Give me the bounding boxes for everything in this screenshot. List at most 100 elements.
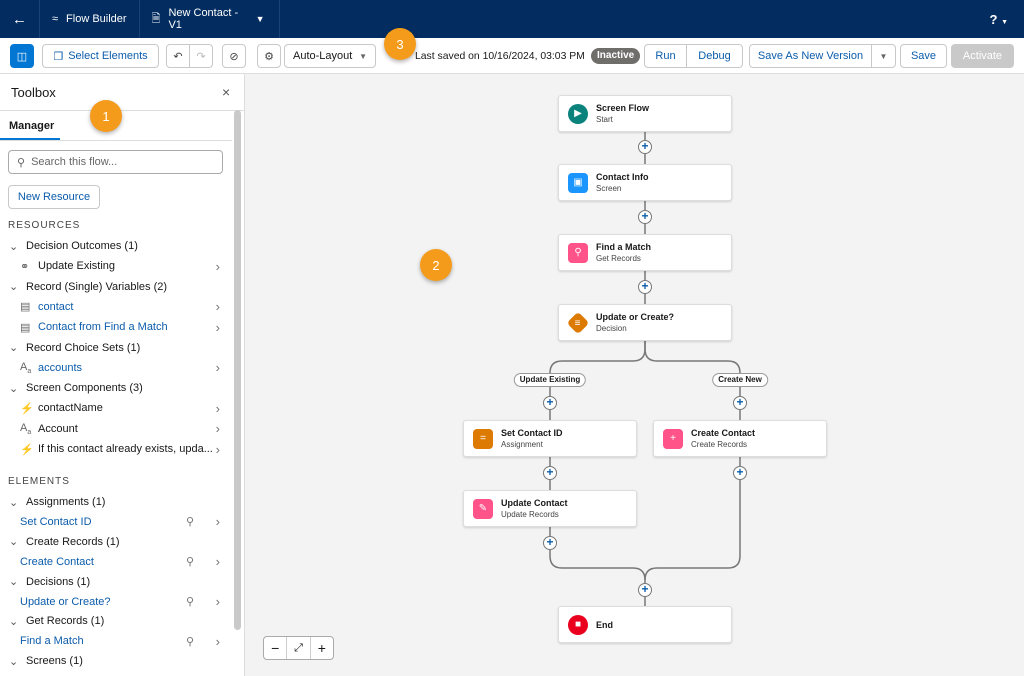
global-header: ← ≈Flow Builder 🗎New Contact - V1▼ ? ▼ xyxy=(0,0,1024,38)
resource-group[interactable]: ⌄Record (Single) Variables (2) xyxy=(0,277,232,297)
chevron-down-icon: ⌄ xyxy=(9,341,26,354)
add-element-button[interactable]: + xyxy=(543,396,557,410)
chevron-right-icon[interactable]: › xyxy=(216,634,220,649)
chevron-right-icon: › xyxy=(216,259,220,274)
add-element-button[interactable]: + xyxy=(733,466,747,480)
layout-select[interactable]: Auto-Layout▼ xyxy=(284,44,376,68)
resource-group-label: Record Choice Sets (1) xyxy=(26,342,140,354)
resource-group[interactable]: ⌄Decision Outcomes (1) xyxy=(0,236,232,256)
node-subtitle: Decision xyxy=(596,324,674,333)
run-button[interactable]: Run xyxy=(644,44,687,68)
flow-title-menu[interactable]: 🗎New Contact - V1▼ xyxy=(140,0,280,38)
element-group[interactable]: ⌄Screens (1) xyxy=(0,651,232,671)
chevron-right-icon[interactable]: › xyxy=(216,514,220,529)
chevron-right-icon[interactable]: › xyxy=(216,594,220,609)
cancel-icon-button[interactable]: ⊘ xyxy=(222,44,246,68)
back-button[interactable]: ← xyxy=(0,0,40,38)
resource-group[interactable]: ⌄Screen Components (3) xyxy=(0,378,232,398)
add-element-button[interactable]: + xyxy=(638,140,652,154)
callout-badge-2: 2 xyxy=(420,249,452,281)
element-group-label: Create Records (1) xyxy=(26,536,120,548)
select-elements-label: Select Elements xyxy=(68,50,147,62)
add-element-button[interactable]: + xyxy=(638,280,652,294)
help-menu[interactable]: ? ▼ xyxy=(989,12,1024,27)
resource-item[interactable]: AaAccount› xyxy=(0,419,232,439)
element-item[interactable]: Find a Match⚲› xyxy=(0,631,232,651)
add-element-button[interactable]: + xyxy=(733,396,747,410)
resource-item[interactable]: ▤Contact from Find a Match› xyxy=(0,317,232,337)
add-element-button[interactable]: + xyxy=(638,583,652,597)
flow-node-update[interactable]: ✎Update ContactUpdate Records xyxy=(463,490,637,527)
flow-node-get[interactable]: ⚲Find a MatchGet Records xyxy=(558,234,732,271)
save-button[interactable]: Save xyxy=(900,44,947,68)
chevron-down-icon: ⌄ xyxy=(9,240,26,253)
debug-button[interactable]: Debug xyxy=(686,44,743,68)
save-as-new-version-button[interactable]: Save As New Version xyxy=(749,44,872,68)
zoom-in-button[interactable]: + xyxy=(311,637,333,659)
element-group-label: Get Records (1) xyxy=(26,615,104,627)
search-icon[interactable]: ⚲ xyxy=(186,555,194,568)
resource-item-label: Update Existing xyxy=(38,260,115,272)
chevron-down-icon: ⌄ xyxy=(9,655,26,668)
chevron-down-icon: ⌄ xyxy=(9,535,26,548)
flow-node-create[interactable]: +Create ContactCreate Records xyxy=(653,420,827,457)
element-item[interactable]: Create Contact⚲› xyxy=(0,552,232,572)
node-subtitle: Create Records xyxy=(691,440,755,449)
create-records-icon: + xyxy=(663,429,683,449)
search-icon[interactable]: ⚲ xyxy=(186,515,194,528)
add-element-button[interactable]: + xyxy=(543,466,557,480)
resource-item[interactable]: Aaaccounts› xyxy=(0,358,232,378)
save-options-dropdown[interactable]: ▼ xyxy=(871,44,896,68)
node-subtitle: Get Records xyxy=(596,254,651,263)
flow-node-assign[interactable]: =Set Contact IDAssignment xyxy=(463,420,637,457)
node-title: Update Contact xyxy=(501,498,568,508)
add-element-button[interactable]: + xyxy=(638,210,652,224)
fit-view-button[interactable]: ⤢ xyxy=(287,637,310,659)
resource-group[interactable]: ⌄Record Choice Sets (1) xyxy=(0,338,232,358)
branch-label[interactable]: Create New xyxy=(712,373,768,387)
zoom-out-button[interactable]: − xyxy=(264,637,287,659)
element-item[interactable]: Update or Create?⚲› xyxy=(0,592,232,612)
divider xyxy=(0,140,232,141)
assignment-icon: = xyxy=(473,429,493,449)
element-group[interactable]: ⌄Create Records (1) xyxy=(0,532,232,552)
undo-button[interactable]: ↶ xyxy=(166,44,190,68)
flow-node-screen[interactable]: ▣Contact InfoScreen xyxy=(558,164,732,201)
callout-badge-3: 3 xyxy=(384,28,416,60)
zoom-controls: − ⤢ + xyxy=(263,636,334,660)
resource-item[interactable]: ⚡contactName› xyxy=(0,398,232,418)
new-resource-button[interactable]: New Resource xyxy=(8,185,100,209)
scrollbar[interactable] xyxy=(234,110,241,630)
element-item[interactable]: Set Contact ID⚲› xyxy=(0,512,232,532)
flow-node-decision[interactable]: ≡Update or Create?Decision xyxy=(558,304,732,341)
activate-button[interactable]: Activate xyxy=(951,44,1014,68)
chevron-right-icon[interactable]: › xyxy=(216,554,220,569)
search-input[interactable]: ⚲Search this flow... xyxy=(8,150,223,174)
element-group[interactable]: ⌄Get Records (1) xyxy=(0,611,232,631)
node-subtitle: Assignment xyxy=(501,440,563,449)
settings-button[interactable]: ⚙ xyxy=(257,44,281,68)
record-icon: ▤ xyxy=(20,300,38,313)
resource-item[interactable]: ▤contact› xyxy=(0,297,232,317)
chevron-down-icon: ⌄ xyxy=(9,575,26,588)
search-icon: ⚲ xyxy=(17,156,25,169)
resource-item[interactable]: ⚡If this contact already exists, upda...… xyxy=(0,439,232,459)
add-element-button[interactable]: + xyxy=(543,536,557,550)
flow-canvas[interactable]: ▶Screen FlowStart ▣Contact InfoScreen ⚲Fin… xyxy=(245,74,1024,676)
toggle-toolbox-button[interactable]: ◫ xyxy=(10,44,34,68)
search-icon[interactable]: ⚲ xyxy=(186,595,194,608)
close-icon[interactable]: × xyxy=(222,84,230,100)
flow-node-end[interactable]: ■End xyxy=(558,606,732,643)
resource-item-label: accounts xyxy=(38,362,82,374)
redo-button[interactable]: ↷ xyxy=(189,44,213,68)
search-icon[interactable]: ⚲ xyxy=(186,635,194,648)
tab-manager[interactable]: Manager xyxy=(0,110,60,140)
node-subtitle: Start xyxy=(596,115,649,124)
flow-node-start[interactable]: ▶Screen FlowStart xyxy=(558,95,732,132)
select-elements-button[interactable]: ❐Select Elements xyxy=(42,44,159,68)
element-group[interactable]: ⌄Decisions (1) xyxy=(0,572,232,592)
branch-label[interactable]: Update Existing xyxy=(514,373,586,387)
decision-icon: ≡ xyxy=(567,311,590,334)
resource-item[interactable]: ⚭Update Existing› xyxy=(0,256,232,276)
element-group[interactable]: ⌄Assignments (1) xyxy=(0,492,232,512)
